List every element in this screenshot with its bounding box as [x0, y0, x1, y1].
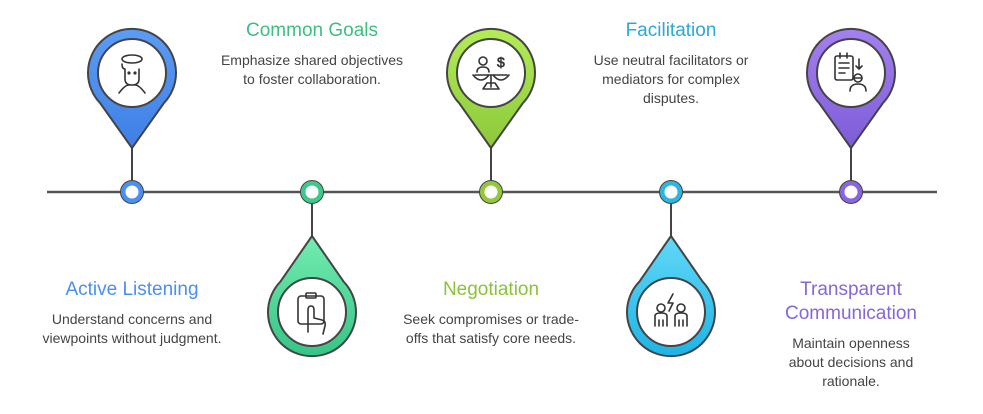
step-transparent-communication: Transparent Communication Maintain openn… — [756, 278, 946, 391]
step-title: Active Listening — [65, 279, 199, 300]
timeline-node-outline — [659, 180, 683, 204]
step-title: Common Goals — [246, 20, 378, 41]
step-description: Maintain openness about decisions and ra… — [788, 335, 914, 389]
icon-badge — [456, 38, 526, 108]
icon-badge — [97, 38, 167, 108]
timeline-node — [659, 180, 683, 204]
step-title: Transparent Communication — [785, 279, 917, 324]
icon-badge — [277, 277, 347, 347]
step-title: Facilitation — [625, 20, 717, 41]
timeline-node-outline — [479, 180, 503, 204]
document-person-icon — [834, 52, 867, 92]
timeline-node-outline — [120, 180, 144, 204]
step-common-goals: Common Goals Emphasize shared objectives… — [217, 19, 407, 89]
step-active-listening: Active Listening Understand concerns and… — [37, 278, 227, 348]
pin-transparent-communication — [806, 27, 896, 204]
pin-facilitation — [626, 180, 716, 358]
svg-text:$: $ — [497, 54, 505, 70]
timeline-node — [120, 180, 144, 204]
timeline-node — [479, 180, 503, 204]
step-facilitation: Facilitation Use neutral facilitators or… — [576, 19, 766, 108]
pin-negotiation: $ — [446, 27, 536, 204]
pin-active-listening — [87, 27, 177, 204]
timeline-node-outline — [300, 180, 324, 204]
icon-badge — [816, 38, 886, 108]
timeline-node-outline — [839, 180, 863, 204]
timeline-node — [300, 180, 324, 204]
listener-icon — [118, 54, 146, 94]
step-description: Use neutral facilitators or mediators fo… — [593, 52, 749, 106]
timeline-node — [839, 180, 863, 204]
step-description: Seek compromises or trade-offs that sati… — [403, 311, 579, 346]
conflict-people-icon — [654, 293, 688, 327]
clipboard-hand-icon — [297, 292, 326, 335]
step-description: Emphasize shared objectives to foster co… — [220, 52, 404, 87]
pin-common-goals — [267, 180, 357, 358]
step-negotiation: Negotiation Seek compromises or trade-of… — [396, 278, 586, 348]
scale-icon: $ — [472, 54, 510, 90]
step-description: Understand concerns and viewpoints witho… — [42, 311, 222, 346]
step-title: Negotiation — [442, 279, 540, 300]
icon-badge — [636, 277, 706, 347]
